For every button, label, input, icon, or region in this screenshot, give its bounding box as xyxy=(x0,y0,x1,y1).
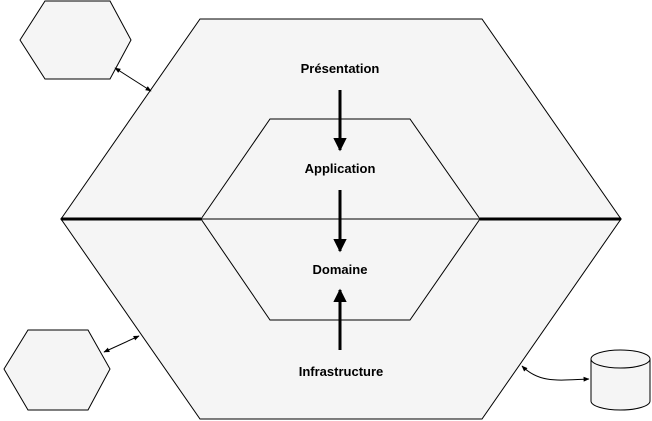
database-icon xyxy=(590,349,651,411)
external-hexagon-top-left xyxy=(19,0,132,80)
connector-database xyxy=(521,365,590,382)
external-hexagon-bottom-left xyxy=(3,329,111,411)
infrastructure-label: Infrastructure xyxy=(299,364,384,379)
domaine-label: Domaine xyxy=(313,262,368,277)
connector-top-left xyxy=(114,67,152,92)
application-label: Application xyxy=(305,161,376,176)
presentation-label: Présentation xyxy=(301,61,380,76)
connector-bottom-left xyxy=(103,335,140,353)
domaine-layer-shape xyxy=(200,218,481,321)
